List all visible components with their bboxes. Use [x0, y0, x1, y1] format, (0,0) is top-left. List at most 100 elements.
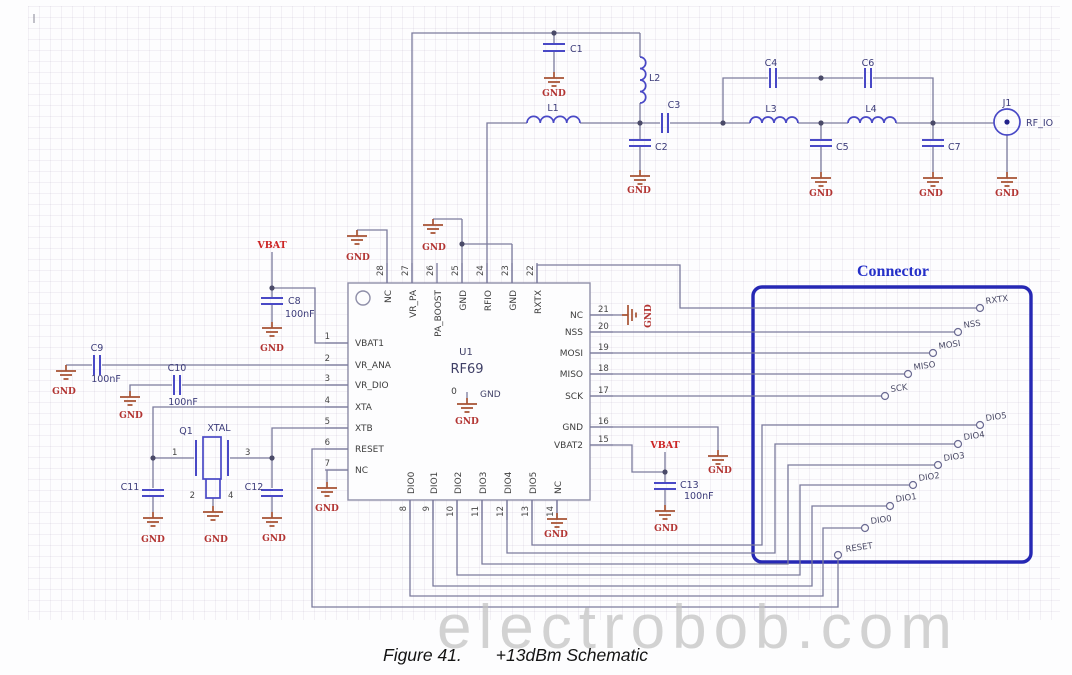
wire-reset: [311, 448, 839, 608]
xtal-pin3: 3: [245, 448, 250, 458]
xtal-pin2: 2: [190, 491, 195, 501]
c4-ref: C4: [765, 58, 778, 69]
pin-num-24: 24: [476, 265, 486, 276]
pin-name-dio4: DIO4: [504, 471, 514, 494]
terminal-label-miso: MISO: [913, 360, 936, 373]
pin-name-dio5: DIO5: [529, 472, 539, 494]
terminal-label-dio4: DIO4: [963, 430, 985, 443]
scan-artifact: [33, 14, 35, 23]
left-pin-stubs: [325, 342, 348, 471]
ic-labels: U1 RF69 0 VBAT1 VR_ANA VR_DIO XTA XTB RE…: [325, 265, 609, 517]
gnd-label: GND: [346, 253, 370, 263]
ic-pad-number: 0: [451, 387, 457, 397]
wire-dio0: [409, 500, 861, 597]
pin-num-6: 6: [325, 438, 330, 448]
terminal-label-dio1: DIO1: [895, 492, 917, 505]
cap-c6: [864, 68, 872, 88]
wire-rfio: [486, 122, 527, 283]
terminal-label-reset: RESET: [845, 541, 874, 555]
figure-caption: Figure 41.+13dBm Schematic: [383, 645, 648, 666]
pin-name-miso: MISO: [560, 370, 583, 380]
pin-name-dio1: DIO1: [430, 472, 440, 494]
pin-num-4: 4: [325, 396, 330, 406]
pin-name-nc28: NC: [384, 290, 394, 303]
gnd-label: GND: [455, 417, 479, 427]
c9-value: 100nF: [91, 374, 121, 385]
wire-pin16-gnd: [590, 426, 719, 450]
inductor-l3: [749, 116, 799, 124]
power-labels: VBAT VBAT: [256, 240, 679, 451]
pin-name-reset: RESET: [355, 445, 384, 455]
terminal-dio3: [933, 460, 943, 470]
pin-num-12: 12: [496, 506, 506, 517]
terminal-dio4: [953, 439, 963, 449]
pin-name-vrana: VR_ANA: [355, 361, 392, 371]
terminal-label-sck: SCK: [890, 383, 909, 395]
wire-dio1: [432, 500, 886, 587]
pin-name-dio0: DIO0: [407, 471, 417, 494]
gnd-label: GND: [52, 387, 76, 397]
c2-ref: C2: [655, 142, 668, 153]
l4-ref: L4: [865, 104, 876, 115]
pin-name-gnd23: GND: [509, 290, 519, 311]
terminal-sck: [880, 391, 890, 401]
gnd-label: GND: [627, 186, 651, 196]
wire-vrdio-c10: [129, 384, 348, 391]
pin-num-11: 11: [471, 506, 481, 517]
gnd-label: GND: [204, 535, 228, 545]
pin-num-5: 5: [325, 417, 330, 427]
c10-value: 100nF: [168, 397, 198, 408]
figure-caption-title: +13dBm Schematic: [495, 645, 649, 665]
pin-num-13: 13: [521, 506, 531, 517]
terminal-nss: [953, 327, 963, 337]
rfio-net-label: RF_IO: [1026, 118, 1053, 129]
schematic-wires: [66, 32, 1008, 608]
pin-name-nc7: NC: [355, 466, 368, 476]
c13-ref: C13: [680, 480, 699, 491]
xtal-pin4: 4: [228, 491, 233, 501]
j1-rf-connector: [993, 108, 1021, 136]
pin-num-23: 23: [501, 265, 511, 276]
pin-num-1: 1: [325, 332, 330, 342]
gnd-label: GND: [315, 504, 339, 514]
cap-c10: [173, 375, 181, 395]
terminal-label-rxtx: RXTX: [985, 294, 1009, 307]
c6-ref: C6: [862, 58, 875, 69]
terminal-label-dio5: DIO5: [985, 411, 1007, 424]
terminal-mosi: [928, 348, 938, 358]
wire-vrpa-rail: [411, 32, 640, 283]
pin-name-dio2: DIO2: [454, 472, 464, 494]
gnd-label: GND: [260, 344, 284, 354]
cap-c9: [93, 355, 101, 375]
wire-xta-xtb: [152, 406, 348, 459]
pin-num-25: 25: [451, 265, 461, 276]
c12-ref: C12: [245, 482, 264, 493]
terminal-label-mosi: MOSI: [938, 339, 961, 352]
l2-ref: L2: [649, 73, 660, 84]
xtal-pin1: 1: [172, 448, 177, 458]
pin-name-vbat2: VBAT2: [554, 441, 583, 451]
pin-name-gnd25: GND: [459, 290, 469, 311]
terminal-label-dio2: DIO2: [918, 471, 940, 484]
terminal-dio0: [860, 523, 870, 533]
gnd-label: GND: [919, 189, 943, 199]
wire-vbat1-c8: [271, 252, 348, 344]
wire-dio2: [456, 484, 909, 576]
terminal-reset: [833, 550, 843, 560]
inductor-l1: [526, 115, 581, 124]
pin-num-3: 3: [325, 374, 330, 384]
cap-c4: [769, 68, 777, 88]
connector-labels: Connector RXTX NSS MOSI MISO SCK DIO5 DI…: [845, 263, 1009, 555]
pin-num-2: 2: [325, 354, 330, 364]
gnd-label-rotated: GND: [644, 304, 654, 328]
inductor-l2: [639, 56, 647, 104]
gnd-label: GND: [995, 189, 1019, 199]
pin-num-17: 17: [598, 386, 609, 396]
j1-ref: J1: [1002, 98, 1012, 109]
c7-ref: C7: [948, 142, 961, 153]
pin-num-8: 8: [399, 506, 409, 511]
gnd-label: GND: [262, 534, 286, 544]
pin-num-9: 9: [422, 506, 432, 511]
gnd-label: GND: [119, 411, 143, 421]
xtal-label: XTAL: [207, 423, 231, 434]
